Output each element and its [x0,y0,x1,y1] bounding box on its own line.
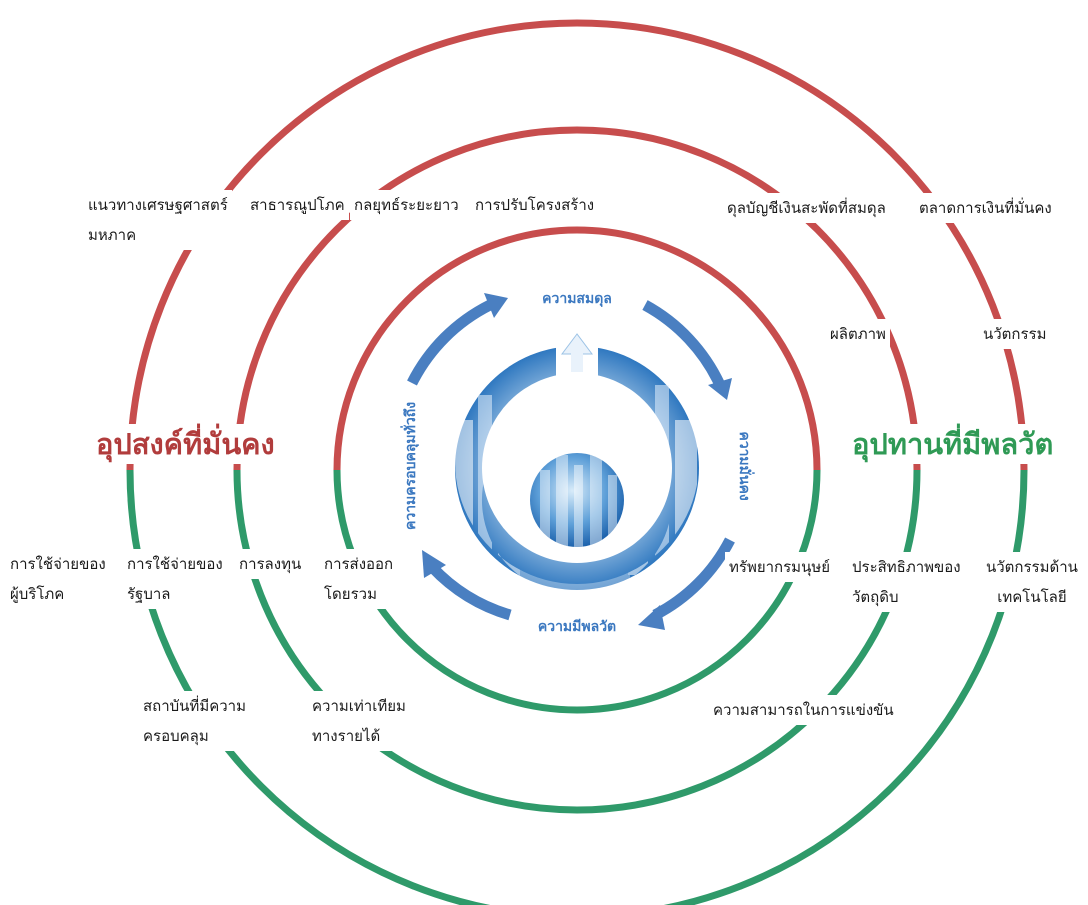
label-human-resources: ทรัพยากรมนุษย์ [725,552,835,582]
label-income-line1: ความเท่าเทียม [312,697,406,715]
label-exports-line2: โดยรวม [324,585,377,603]
cycle-label-balance: ความสมดุล [542,291,612,307]
label-current-account: ดุลบัญชีเงินสะพัดที่สมดุล [723,193,890,223]
label-investment: การลงทุน [235,549,306,579]
label-macroeconomic-policy: แนวทางเศรษฐศาสตร์ มหภาค [84,190,232,250]
cycle-arrowhead-top-left [484,293,508,318]
label-technology-innovation: นวัตกรรมด้าน เทคโนโลยี [982,552,1082,612]
label-consumer-line2: ผู้บริโภค [10,585,65,603]
label-material-line2: วัตถุดิบ [852,588,899,606]
cycle-arrow-bottom-left [427,563,512,621]
label-innovation: นวัตกรรม [979,319,1051,349]
label-government-line1: การใช้จ่ายของ [127,555,223,573]
label-long-term-strategy: กลยุทธ์ระยะยาว [350,190,463,220]
label-public-utilities: สาธารณูปโภค [246,190,349,220]
middle-ring-supply-arc [233,469,921,814]
label-consumer-spending: การใช้จ่ายของ ผู้บริโภค [6,549,110,609]
inner-ring-demand-arc [333,226,821,471]
label-total-exports: การส่งออก โดยรวม [320,549,398,609]
cycle-arrow-top-left [407,300,493,386]
title-stable-demand: อุปสงค์ที่มั่นคง [90,424,281,464]
concentric-rings [126,19,1028,905]
label-productivity: ผลิตภาพ [826,319,890,349]
title-dynamic-supply: อุปทานที่มีพลวัต [846,424,1060,464]
label-material-efficiency: ประสิทธิภาพของ วัตถุดิบ [848,552,965,612]
label-government-line2: รัฐบาล [127,585,171,603]
outer-ring-demand-arc [126,19,1028,471]
outer-ring-supply-arc [126,469,1028,905]
label-restructuring: การปรับโครงสร้าง [471,190,599,220]
label-financial-market: ตลาดการเงินที่มั่นคง [915,193,1056,223]
label-consumer-line1: การใช้จ่ายของ [10,555,106,573]
label-exports-line1: การส่งออก [324,555,394,573]
label-macro-line1: แนวทางเศรษฐศาสตร์ [88,196,228,214]
inner-city-globe [530,453,624,547]
cycle-label-security: ความมั่นคง [736,431,755,500]
cycle-arrow-top-right [642,300,725,388]
cycle-label-dynamism: ความมีพลวัต [538,619,616,635]
label-tech-line1: นวัตกรรมด้าน [986,558,1078,576]
label-government-spending: การใช้จ่ายของ รัฐบาล [123,549,227,609]
cycle-arrowhead-bottom-left [422,550,446,578]
center-emblem [455,333,699,590]
label-material-line1: ประสิทธิภาพของ [852,558,961,576]
label-tech-line2: เทคโนโลยี [997,588,1067,606]
label-institutions-line1: สถาบันที่มีความ [143,697,246,715]
middle-ring-demand-arc [233,126,921,471]
cycle-arrowhead-top-right [708,378,732,400]
cycle-arrow-bottom-right [652,537,735,620]
cycle-arrowhead-bottom-right [638,605,665,630]
cycle-label-inclusiveness: ความครอบคลุมทั่วถึง [400,402,419,530]
label-income-equality: ความเท่าเทียม ทางรายได้ [308,691,410,751]
label-income-line2: ทางรายได้ [312,727,381,745]
label-macro-line2: มหภาค [88,226,137,244]
label-inclusive-institutions: สถาบันที่มีความ ครอบคลุม [139,691,250,751]
label-institutions-line2: ครอบคลุม [143,727,209,745]
label-competitiveness: ความสามารถในการแข่งขัน [709,695,898,725]
cycle-arrows [407,293,735,630]
